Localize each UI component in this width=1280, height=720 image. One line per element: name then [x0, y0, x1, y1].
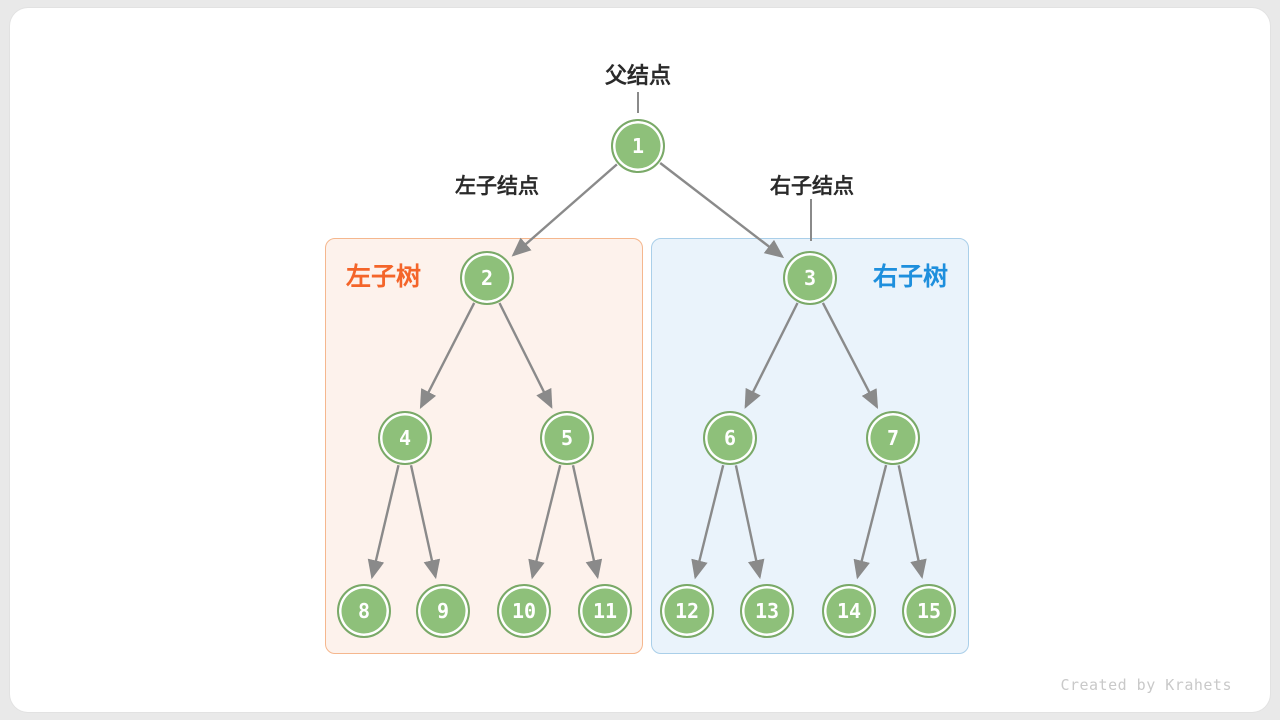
parent-node-label: 父结点: [604, 63, 672, 88]
right-subtree-label: 右子树: [872, 263, 948, 291]
tree-node-5: 5: [540, 411, 594, 465]
tree-node-11: 11: [578, 584, 632, 638]
tree-node-9: 9: [416, 584, 470, 638]
left-child-label: 左子结点: [455, 175, 539, 198]
tree-node-1: 1: [611, 119, 665, 173]
tree-node-10: 10: [497, 584, 551, 638]
credit-text: Created by Krahets: [1060, 676, 1232, 694]
left-subtree-label: 左子树: [346, 263, 422, 291]
tree-node-13: 13: [740, 584, 794, 638]
tree-node-14: 14: [822, 584, 876, 638]
tree-node-8: 8: [337, 584, 391, 638]
tree-node-12: 12: [660, 584, 714, 638]
tree-node-15: 15: [902, 584, 956, 638]
right-child-label: 右子结点: [770, 175, 854, 198]
tree-node-6: 6: [703, 411, 757, 465]
tree-node-3: 3: [783, 251, 837, 305]
tree-node-2: 2: [460, 251, 514, 305]
tree-node-4: 4: [378, 411, 432, 465]
tree-node-7: 7: [866, 411, 920, 465]
